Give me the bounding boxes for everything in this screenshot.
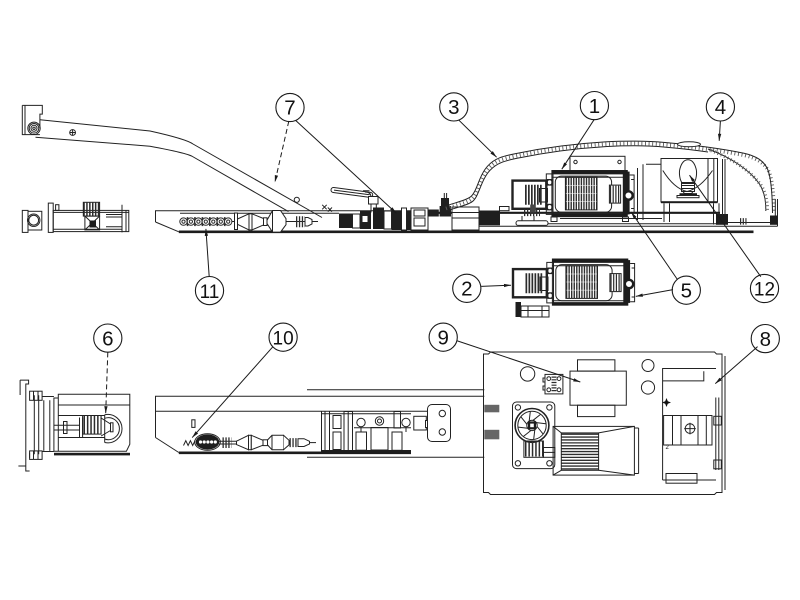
svg-text:9: 9 — [437, 326, 448, 349]
svg-text:2: 2 — [666, 445, 670, 451]
svg-text:2: 2 — [461, 278, 472, 301]
svg-text:6: 6 — [102, 327, 113, 350]
svg-text:7: 7 — [284, 97, 295, 120]
svg-text:4: 4 — [715, 96, 726, 119]
svg-text:5: 5 — [681, 279, 692, 302]
svg-text:3: 3 — [448, 96, 459, 119]
svg-text:8: 8 — [760, 328, 771, 351]
svg-text:1: 1 — [589, 95, 600, 118]
svg-text:12: 12 — [754, 280, 775, 301]
svg-text:10: 10 — [273, 328, 294, 349]
svg-text:11: 11 — [200, 282, 220, 303]
